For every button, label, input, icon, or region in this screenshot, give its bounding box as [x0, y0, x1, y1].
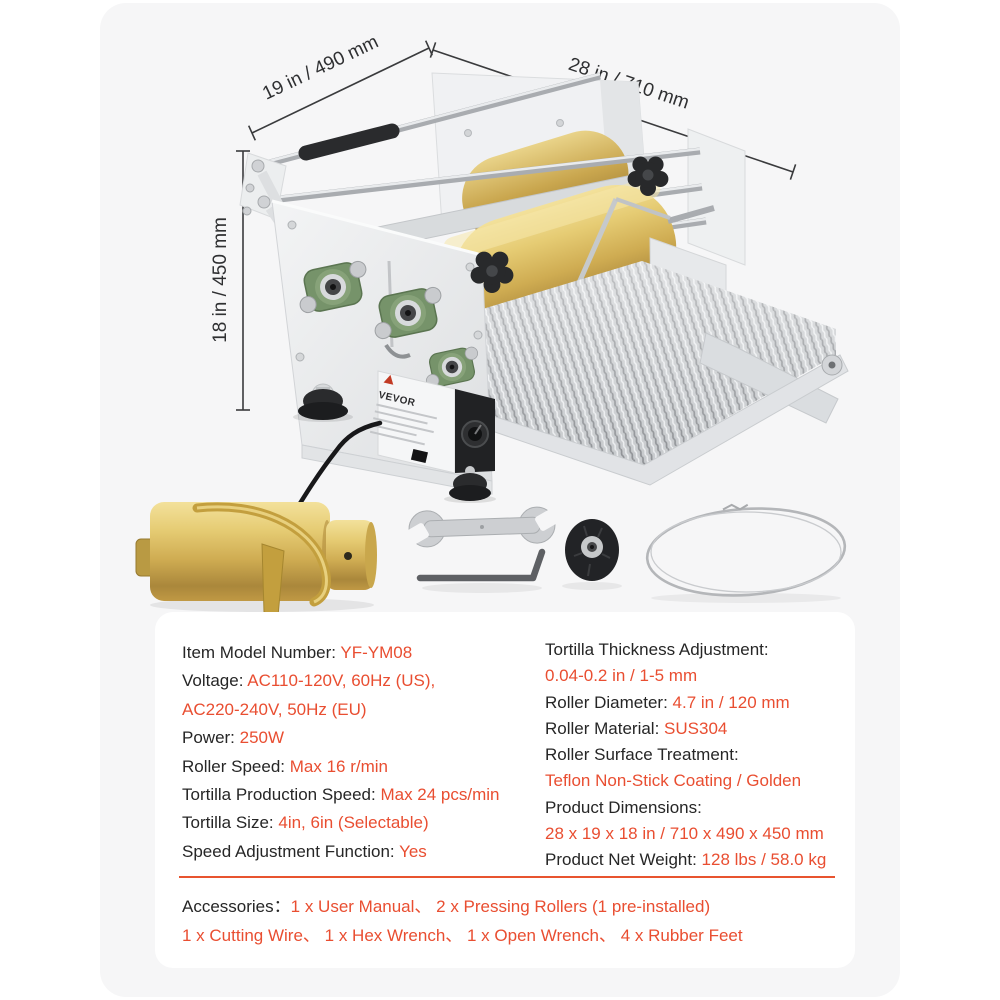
spec-row: 0.04-0.2 in / 1-5 mm [545, 666, 698, 686]
accessories-section: Accessories：1 x User Manual、 2 x Pressin… [182, 892, 743, 950]
spec-row: Power: 250W [182, 728, 285, 748]
machine-illustration: 19 in / 490 mm 28 in / 710 mm 18 in / 45… [135, 32, 849, 615]
spec-row: Roller Speed: Max 16 r/min [182, 756, 388, 776]
machine-body: VEVOR [237, 72, 849, 568]
spec-card: Item Model Number: YF-YM08 Voltage: AC11… [155, 612, 855, 968]
handle-grip [298, 123, 400, 161]
spec-column-left: Item Model Number: YF-YM08 Voltage: AC11… [182, 639, 500, 866]
spec-row: Speed Adjustment Function: Yes [182, 841, 427, 861]
accessory-items [135, 502, 847, 615]
accessories-line-1: Accessories：1 x User Manual、 2 x Pressin… [182, 897, 711, 916]
product-photo-card: 19 in / 490 mm 28 in / 710 mm 18 in / 45… [100, 3, 900, 997]
bearing-block [299, 260, 367, 314]
spec-row: Voltage: AC110-120V, 60Hz (US), [182, 671, 436, 691]
spec-row: 28 x 19 x 18 in / 710 x 490 x 450 mm [545, 824, 824, 844]
spec-divider [179, 876, 835, 878]
spec-row: Roller Surface Treatment: [545, 745, 739, 765]
bearing-block [374, 286, 442, 340]
spec-column-right: Tortilla Thickness Adjustment: 0.04-0.2 … [545, 637, 826, 874]
spec-row: Roller Material: SUS304 [545, 718, 728, 738]
dim-width-label: 19 in / 490 mm [259, 32, 381, 105]
cutting-wire [645, 503, 847, 597]
star-knob [627, 156, 669, 196]
accessories-line-2: 1 x Cutting Wire、 1 x Hex Wrench、 1 x Op… [182, 926, 743, 945]
spec-row: Tortilla Size: 4in, 6in (Selectable) [182, 813, 429, 833]
spec-row: Roller Diameter: 4.7 in / 120 mm [545, 692, 790, 712]
spec-row: Product Net Weight: 128 lbs / 58.0 kg [545, 850, 827, 870]
spec-row: Product Dimensions: [545, 797, 702, 817]
spec-row: Tortilla Production Speed: Max 24 pcs/mi… [182, 785, 500, 805]
spec-row: Teflon Non-Stick Coating / Golden [545, 771, 802, 791]
dim-height-label: 18 in / 450 mm [210, 217, 231, 343]
spec-row: Item Model Number: YF-YM08 [182, 643, 413, 662]
barcode [410, 448, 428, 464]
hex-wrench [416, 548, 546, 582]
spec-row: Tortilla Thickness Adjustment: [545, 640, 769, 659]
star-knob [470, 251, 514, 294]
pressing-roller-accessory [135, 502, 377, 615]
support-arm [699, 332, 839, 424]
control-box: VEVOR [369, 370, 495, 474]
bearing-block [425, 346, 479, 388]
spec-row: AC220-240V, 50Hz (EU) [182, 699, 367, 719]
right-bracket [687, 128, 746, 266]
open-wrench [395, 503, 569, 551]
scraper-fin [261, 543, 285, 615]
warning-icon [383, 374, 394, 385]
rubber-foot-accessory [565, 519, 619, 581]
